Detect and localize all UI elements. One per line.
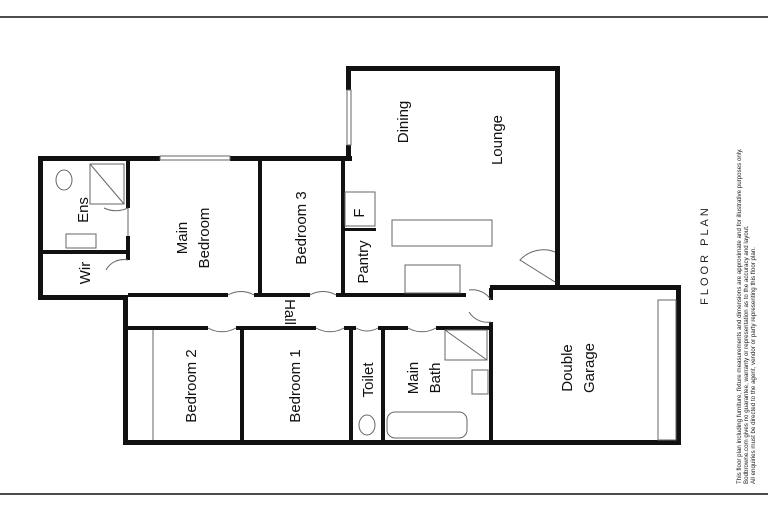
floor-plan-title: FLOOR PLAN xyxy=(699,205,711,305)
room-label-double-garage-2: Garage xyxy=(581,343,598,393)
room-label-bedroom-2: Bedroom 2 xyxy=(183,349,200,422)
room-label-double-garage-1: Double xyxy=(559,344,576,392)
room-label-main-bath-2: Bath xyxy=(427,363,444,394)
window xyxy=(159,155,231,161)
room-label-main-bath-1: Main xyxy=(405,362,422,395)
room-label-bedroom-3: Bedroom 3 xyxy=(293,191,310,264)
room-labels: Ens Wir Main Bedroom Bedroom 3 F Pantry … xyxy=(75,101,598,423)
room-label-pantry: Pantry xyxy=(355,240,372,284)
room-label-hall: Hall xyxy=(281,299,298,325)
disclaimer-line-3: All enquiries must be directed to the ag… xyxy=(750,247,757,484)
disclaimer-line-2: Bodbrowne.com gives no guarantee, warran… xyxy=(743,225,750,484)
garage-door xyxy=(657,299,677,441)
fixtures xyxy=(55,163,493,440)
walls xyxy=(38,66,681,445)
doors xyxy=(103,207,556,333)
disclaimer-line-1: This floor plan including furniture, fix… xyxy=(736,148,743,484)
disclaimer: This floor plan including furniture, fix… xyxy=(736,148,757,484)
room-label-fridge: F xyxy=(351,208,368,217)
room-label-dining: Dining xyxy=(395,101,412,144)
room-label-bedroom-1: Bedroom 1 xyxy=(287,349,304,422)
room-label-main-bedroom-2: Bedroom xyxy=(196,208,213,269)
window xyxy=(346,89,352,146)
room-label-ens: Ens xyxy=(75,197,92,223)
room-label-wir: Wir xyxy=(77,262,94,285)
room-label-toilet: Toilet xyxy=(360,362,377,398)
room-label-main-bedroom-1: Main xyxy=(174,222,191,255)
room-label-lounge: Lounge xyxy=(489,115,506,165)
